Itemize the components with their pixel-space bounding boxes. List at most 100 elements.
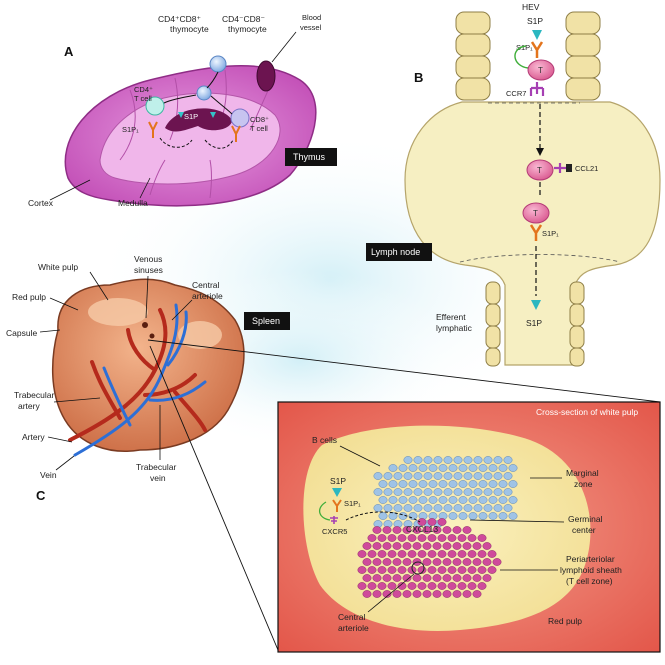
b-cell <box>443 488 453 496</box>
t-cell <box>467 566 477 574</box>
s1p1-receptor-top <box>530 41 544 58</box>
b-cell <box>498 496 508 504</box>
b-cell <box>443 456 453 464</box>
b-cell <box>413 472 423 480</box>
t-cell <box>387 550 397 558</box>
venous-label-2: sinuses <box>134 265 163 275</box>
germinal-leader <box>469 519 565 523</box>
cd8-t-cell <box>230 108 250 128</box>
t-cell <box>472 574 482 582</box>
b-cell <box>428 480 438 488</box>
b-cell <box>453 456 463 464</box>
t-cell <box>457 534 467 542</box>
t-cell <box>447 582 457 590</box>
t-cell <box>407 550 417 558</box>
s1p-triangle-bottom <box>531 300 541 310</box>
b-cell <box>458 480 468 488</box>
b-cell <box>488 480 498 488</box>
b-cell <box>408 512 418 520</box>
t-cell <box>417 518 427 526</box>
t-cell <box>392 574 402 582</box>
central-arteriole-leader <box>171 299 193 321</box>
t-cell <box>382 542 392 550</box>
septa <box>119 69 271 199</box>
b-cell <box>388 512 398 520</box>
b-cell <box>418 496 428 504</box>
b-cell <box>453 488 463 496</box>
t-cell <box>382 574 392 582</box>
b-cell <box>378 496 388 504</box>
cortex-leader <box>49 179 91 201</box>
t-cell <box>452 526 462 534</box>
vein-label: Vein <box>40 470 57 480</box>
ln-arrowhead <box>536 148 544 156</box>
t-cell-mid <box>526 159 554 181</box>
b-cell <box>443 472 453 480</box>
t-cell <box>432 574 442 582</box>
spleen-box <box>244 312 290 330</box>
vein-leader <box>55 455 75 471</box>
t-cell <box>412 542 422 550</box>
b-cell <box>393 488 403 496</box>
s1p-triangle-top <box>532 30 542 40</box>
b-cell <box>498 480 508 488</box>
t-label-top: T <box>538 66 543 75</box>
t-cell <box>437 566 447 574</box>
t-cell <box>457 566 467 574</box>
t-cell <box>467 582 477 590</box>
spleen-panel: White pulp Venous sinuses Central arteri… <box>6 254 661 651</box>
b-cell <box>473 504 483 512</box>
b-cell <box>393 504 403 512</box>
white-pulp-area <box>178 321 222 349</box>
dp-thymocyte <box>196 85 212 101</box>
b-cell <box>468 512 478 520</box>
t-cell <box>407 534 417 542</box>
dp-thymocyte-label-1: CD4⁺CD8⁺ <box>158 14 201 24</box>
s1p1-mid-label: S1P₁ <box>542 229 559 238</box>
t-cell <box>372 542 382 550</box>
t-cell <box>422 590 432 598</box>
t-cell <box>492 558 502 566</box>
t-cell <box>382 590 392 598</box>
wp-cxcr5-label: CXCR5 <box>322 527 347 536</box>
panel-label-b: B <box>414 70 423 85</box>
b-cell <box>473 472 483 480</box>
b-cell <box>438 496 448 504</box>
thymus-panel: A S1P CD4⁺CD8⁺ thymocyte CD4⁻CD8⁻ thymoc… <box>28 13 337 208</box>
blood-vessel-label-2: vessel <box>300 23 322 32</box>
lymph-node-panel: B HEV S1P S1P₁ T CCR7 T <box>366 2 661 367</box>
t-cell <box>402 542 412 550</box>
b-cell <box>373 472 383 480</box>
trabecular-vein-label-2: vein <box>150 473 166 483</box>
t-cell <box>372 558 382 566</box>
b-cell <box>383 488 393 496</box>
b-cell <box>378 512 388 520</box>
wp-s1p-triangle <box>332 488 342 497</box>
red-pulp-label: Red pulp <box>12 292 46 302</box>
t-cell <box>362 542 372 550</box>
b-cell <box>433 504 443 512</box>
t-cell <box>402 558 412 566</box>
t-cell <box>367 566 377 574</box>
central-leader <box>367 573 415 613</box>
b-cell <box>433 488 443 496</box>
b-cell <box>458 464 468 472</box>
cd4-label-2: T cell <box>134 94 152 103</box>
b-cell <box>478 496 488 504</box>
efferent-boundary <box>459 254 621 263</box>
t-cell <box>442 558 452 566</box>
t-cell <box>382 526 392 534</box>
white-pulp-leader <box>89 271 109 301</box>
white-pulp-label: White pulp <box>38 262 78 272</box>
b-cell <box>373 504 383 512</box>
dn-thymocyte-label-2: thymocyte <box>228 24 267 34</box>
b-cell <box>413 456 423 464</box>
t-cell <box>462 574 472 582</box>
s1p-bottom-label: S1P <box>526 318 542 328</box>
t-cell <box>452 542 462 550</box>
t-cell <box>487 550 497 558</box>
t-cell <box>437 518 447 526</box>
t-cell <box>392 526 402 534</box>
blood-vessel <box>256 60 276 92</box>
t-cell <box>397 550 407 558</box>
